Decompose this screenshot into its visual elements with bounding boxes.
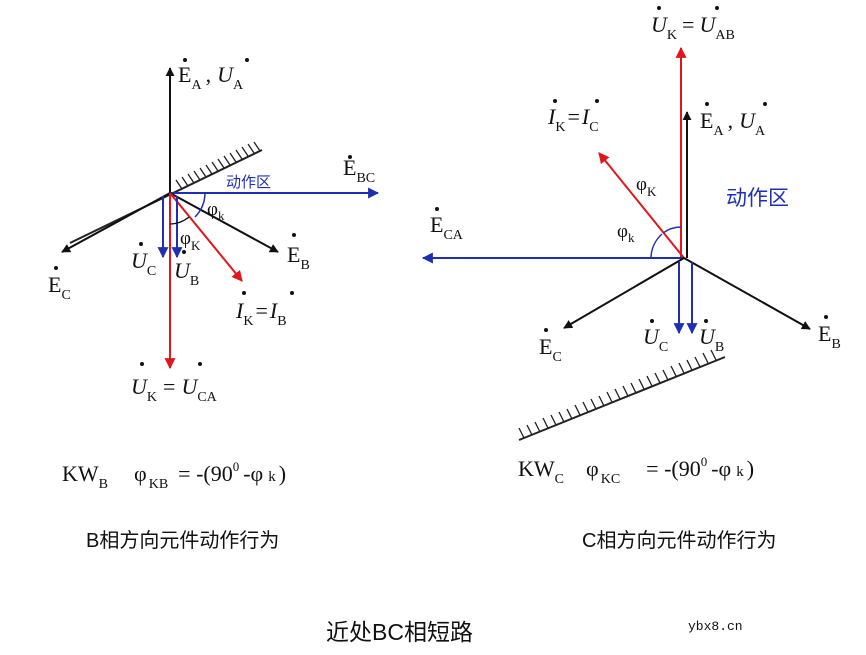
left-label-uk-uca: UK=UCA bbox=[131, 374, 218, 405]
right-label-ik-ic: IK=IC bbox=[547, 104, 599, 135]
left-label-ub: UB bbox=[174, 258, 199, 289]
left-caption: B相方向元件动作行为 bbox=[86, 529, 279, 552]
right-eb-phasor bbox=[683, 257, 811, 330]
left-phasor-diagram: EA,UA EBC 动作区 φk φK EB EC UC UB IK=IB UK… bbox=[48, 58, 380, 552]
left-label-ebc: EBC bbox=[343, 155, 375, 186]
left-eb-phasor bbox=[169, 192, 279, 253]
left-boundary-line bbox=[69, 149, 263, 244]
right-ec-phasor bbox=[563, 257, 685, 329]
right-boundary-hatch bbox=[518, 349, 717, 439]
left-label-ec: EC bbox=[48, 272, 71, 303]
right-label-uk-uab: UK=UAB bbox=[651, 12, 735, 43]
right-dot-marks bbox=[435, 6, 828, 332]
right-label-ub: UB bbox=[699, 324, 724, 355]
right-label-phi-K: φK bbox=[636, 174, 657, 199]
left-ec-phasor bbox=[61, 192, 171, 253]
left-ik-phasor bbox=[169, 192, 243, 282]
right-label-ec: EC bbox=[539, 334, 562, 365]
watermark: ybx8.cn bbox=[688, 619, 743, 634]
right-boundary-line bbox=[518, 356, 726, 441]
left-phi-k-arc bbox=[194, 192, 206, 218]
left-label-ik-ib: IK=IB bbox=[235, 298, 287, 329]
right-label-uc: UC bbox=[643, 324, 668, 355]
right-label-ea: EA,UA bbox=[700, 108, 766, 139]
right-caption: C相方向元件动作行为 bbox=[582, 529, 776, 552]
page-title: 近处BC相短路 bbox=[326, 619, 473, 645]
right-ik-phasor bbox=[598, 152, 685, 259]
left-label-uc: UC bbox=[131, 248, 156, 279]
left-label-phi-k: φk bbox=[207, 199, 225, 223]
left-label-phi-K: φK bbox=[180, 228, 201, 253]
left-dot-marks bbox=[54, 58, 352, 366]
right-label-eca: ECA bbox=[430, 212, 464, 243]
right-phi-K-arc bbox=[662, 226, 682, 234]
right-phasor-diagram: UK=UAB IK=IC EA,UA φK φk 动作区 ECA EC UC U… bbox=[421, 6, 841, 552]
left-phi-K-arc bbox=[169, 216, 190, 225]
left-label-ea: EA,UA bbox=[178, 62, 244, 93]
left-boundary-hatch bbox=[175, 141, 261, 190]
left-zone-label: 动作区 bbox=[226, 174, 271, 191]
right-label-phi-k: φk bbox=[617, 221, 635, 245]
left-label-eb: EB bbox=[287, 242, 310, 273]
right-zone-label: 动作区 bbox=[726, 187, 789, 210]
right-label-eb: EB bbox=[818, 321, 841, 352]
right-phi-k-arc bbox=[650, 233, 663, 259]
